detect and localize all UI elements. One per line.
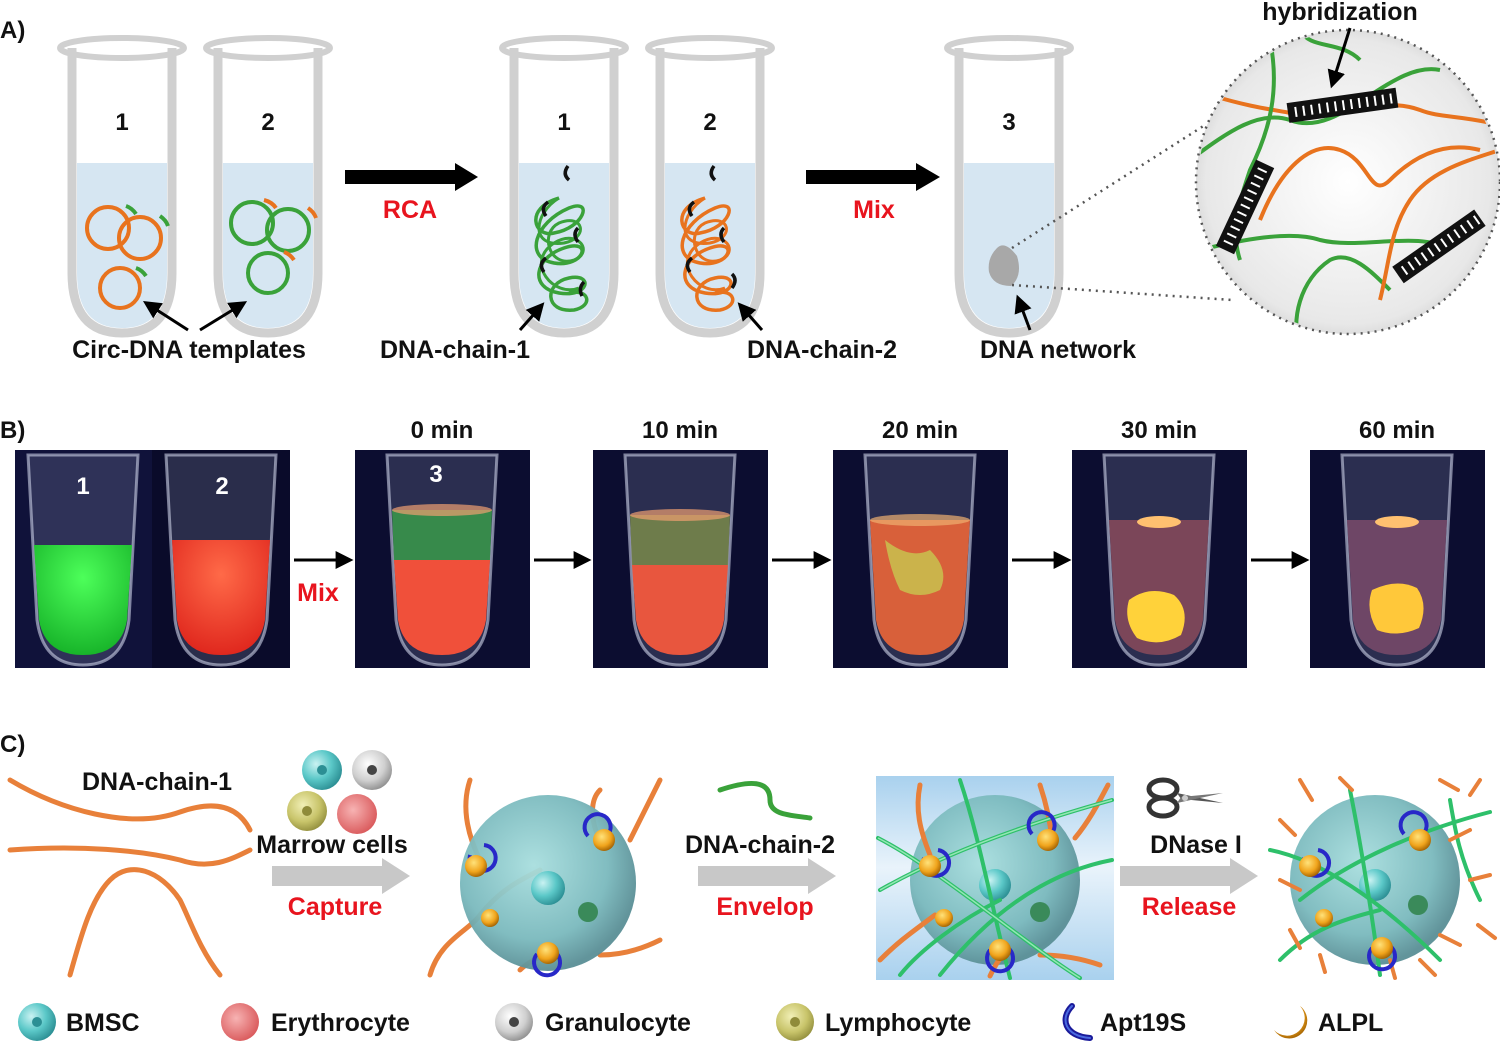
capture-label: Capture: [288, 893, 383, 921]
primer-green: [125, 204, 170, 278]
chain1-arrow: [518, 302, 545, 331]
time-label: 30 min: [1121, 417, 1197, 444]
dna-network-blob: [988, 245, 1019, 286]
mix-label-a: Mix: [853, 196, 895, 224]
dna-chain-2-coil: [683, 196, 731, 292]
legend-label: Erythrocyte: [271, 1009, 410, 1037]
dna-chain-2-coil: [680, 196, 735, 312]
release-label: Release: [1142, 893, 1237, 921]
tube-a5: 3: [947, 38, 1071, 333]
marrow-cells-label: Marrow cells: [256, 831, 407, 859]
mix-label-b: Mix: [297, 579, 339, 607]
legend-label: Apt19S: [1100, 1009, 1186, 1037]
tube-a1: 1: [60, 38, 184, 333]
photo-number-3: 3: [429, 461, 442, 488]
dna-chain-1-strands: [7, 777, 253, 978]
dnase-label: DNase I: [1150, 831, 1242, 859]
panel-c-label: C): [0, 731, 25, 758]
tube-a4: 2: [648, 38, 772, 333]
dna-fragments: [1278, 776, 1497, 980]
dna-chain-1-coil: [534, 196, 589, 312]
zoom-circle: [1194, 28, 1500, 336]
photo-number-2: 2: [215, 473, 228, 500]
circ-templates-label: Circ-DNA templates: [72, 336, 306, 364]
time-label: 20 min: [882, 417, 958, 444]
tube-number: 2: [703, 109, 716, 136]
templates-arrow-2: [199, 301, 248, 332]
time-label: 0 min: [411, 417, 474, 444]
sticky-ends: [539, 164, 586, 297]
photo-0min: 3: [355, 450, 530, 668]
envelop-label: Envelop: [716, 893, 813, 921]
arrow-mix-b: Mix: [294, 551, 354, 607]
chain2-arrow: [737, 302, 764, 331]
photo-10min: [593, 450, 768, 668]
chain2-label-a: DNA-chain-2: [747, 336, 897, 364]
marrow-cells: [287, 750, 392, 834]
chain2-label-c: DNA-chain-2: [685, 831, 835, 859]
photo-tubes-1-2: 1 2: [15, 450, 290, 668]
primer-orange: [263, 198, 318, 262]
tube-number: 1: [557, 109, 570, 136]
panel-a-label: A): [0, 17, 25, 44]
arrow-release: [1120, 858, 1258, 894]
released-bmsc: [1268, 776, 1497, 980]
circular-dna-green: [229, 200, 311, 295]
arrow-rca: RCA: [345, 163, 478, 224]
photo-60min: [1310, 450, 1485, 668]
dna-chain-1-coil: [537, 196, 585, 292]
time-label: 60 min: [1359, 417, 1435, 444]
duplex-ladder: [1215, 87, 1486, 284]
network-label: DNA network: [980, 336, 1136, 364]
enveloped-bmsc: [876, 776, 1114, 980]
chain1-label-c: DNA-chain-1: [82, 768, 232, 796]
dna-chain-2-icon: [717, 780, 813, 821]
arrow-envelop: [698, 858, 836, 894]
legend-item-bmsc: BMSC: [18, 1003, 140, 1041]
arrow-capture: [272, 858, 410, 894]
tube-a3: 1: [502, 38, 626, 333]
tube-number: 1: [115, 109, 128, 136]
rca-label: RCA: [383, 196, 437, 224]
tube-number: 3: [1002, 109, 1015, 136]
photo-number-1: 1: [76, 473, 89, 500]
legend: BMSC Erythrocyte Granulocyte Lymphocyte …: [18, 1003, 1383, 1041]
legend-label: Granulocyte: [545, 1009, 691, 1037]
captured-bmsc: [427, 777, 663, 978]
hybridization-arrow: [1327, 27, 1352, 89]
legend-item-apt19s: Apt19S: [1062, 1003, 1186, 1041]
chain1-label-a: DNA-chain-1: [380, 336, 530, 364]
legend-label: ALPL: [1318, 1009, 1383, 1037]
photo-30min: [1072, 450, 1247, 668]
arrow-mix-a: Mix: [806, 163, 940, 224]
circular-dna-orange: [85, 205, 163, 310]
time-label: 10 min: [642, 417, 718, 444]
legend-item-erythrocyte: Erythrocyte: [221, 1003, 410, 1041]
templates-arrow-1: [142, 301, 189, 332]
legend-item-granulocyte: Granulocyte: [495, 1003, 691, 1041]
photo-20min: [833, 450, 1008, 668]
network-arrow: [1014, 294, 1032, 331]
legend-item-alpl: ALPL: [1274, 1006, 1383, 1039]
legend-item-lymphocyte: Lymphocyte: [776, 1003, 971, 1041]
sticky-ends: [685, 164, 737, 290]
legend-label: BMSC: [66, 1009, 140, 1037]
zoom-lines: [1011, 123, 1233, 302]
tube-a2: 2: [206, 38, 330, 333]
hybridization-label: hybridization: [1262, 0, 1418, 26]
tube-number: 2: [261, 109, 274, 136]
panel-b-label: B): [0, 417, 25, 444]
legend-label: Lymphocyte: [825, 1009, 971, 1037]
scissors-icon: [1146, 777, 1223, 819]
